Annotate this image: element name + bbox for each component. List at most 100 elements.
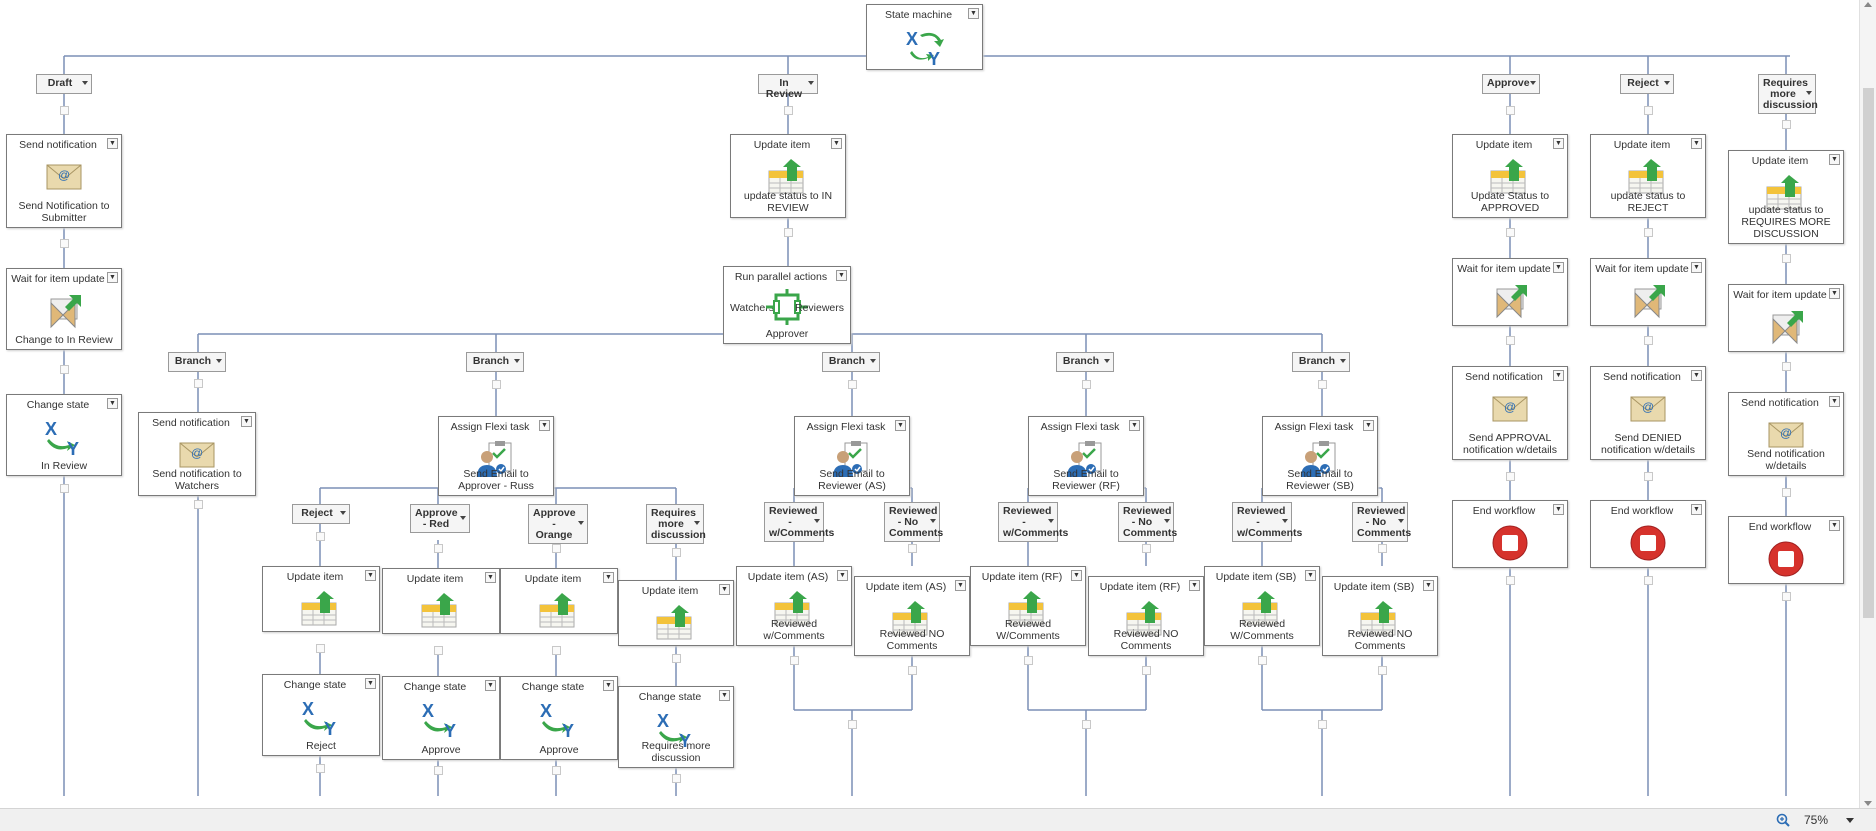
activity-menu-button[interactable]: ▼ (1129, 420, 1140, 431)
connector-drop-target[interactable] (1142, 544, 1151, 553)
reviewer-sb-assign-flexi-task[interactable]: Assign Flexi task▼Send Email to Reviewer… (1262, 416, 1378, 496)
zoom-level[interactable]: 75% (1803, 813, 1828, 827)
run-parallel-actions[interactable]: Run parallel actions ▼ Watchers Reviewer… (723, 266, 851, 344)
connector-drop-target[interactable] (1506, 472, 1515, 481)
approve-wait-item-update[interactable]: Wait for item update▼ (1452, 258, 1568, 326)
activity-menu-button[interactable]: ▼ (1423, 580, 1434, 591)
connector-drop-target[interactable] (194, 379, 203, 388)
state-reject[interactable]: Reject (1620, 74, 1674, 94)
connector-drop-target[interactable] (316, 532, 325, 541)
connector-drop-target[interactable] (434, 766, 443, 775)
discussion-end-workflow[interactable]: End workflow▼ (1728, 516, 1844, 584)
connector-drop-target[interactable] (434, 646, 443, 655)
activity-menu-button[interactable]: ▼ (1691, 504, 1702, 515)
connector-drop-target[interactable] (1506, 576, 1515, 585)
activity-menu-button[interactable]: ▼ (1829, 396, 1840, 407)
connector-drop-target[interactable] (492, 380, 501, 389)
activity-menu-button[interactable]: ▼ (719, 584, 730, 595)
activity-menu-button[interactable]: ▼ (107, 272, 118, 283)
connector-drop-target[interactable] (790, 656, 799, 665)
scroll-down-arrow-icon[interactable] (1864, 801, 1872, 806)
activity-menu-button[interactable]: ▼ (107, 138, 118, 149)
watchers-send-notification[interactable]: Send notification ▼ @ Send notification … (138, 412, 256, 496)
connector-drop-target[interactable] (1644, 472, 1653, 481)
activity-menu-button[interactable]: ▼ (485, 680, 496, 691)
reviewer-sb-update-no-comments[interactable]: Update item (SB)▼Reviewed NO Comments (1322, 576, 1438, 656)
reviewer-as-outcome-with-comments[interactable]: Reviewed - w/Comments (764, 502, 834, 542)
connector-drop-target[interactable] (60, 365, 69, 374)
activity-menu-button[interactable]: ▼ (836, 270, 847, 281)
connector-drop-target[interactable] (1318, 720, 1327, 729)
discussion-wait-item-update[interactable]: Wait for item update▼ (1728, 284, 1844, 352)
state-approve[interactable]: Approve (1482, 74, 1540, 94)
scroll-up-arrow-icon[interactable] (1864, 2, 1872, 7)
activity-menu-button[interactable]: ▼ (1553, 504, 1564, 515)
activity-menu-button[interactable]: ▼ (719, 690, 730, 701)
connector-drop-target[interactable] (672, 548, 681, 557)
connector-drop-target[interactable] (1258, 656, 1267, 665)
reject-end-workflow[interactable]: End workflow▼ (1590, 500, 1706, 568)
connector-drop-target[interactable] (434, 544, 443, 553)
state-in-review[interactable]: In Review (758, 74, 818, 100)
connector-drop-target[interactable] (1782, 254, 1791, 263)
connector-drop-target[interactable] (848, 720, 857, 729)
activity-menu-button[interactable]: ▼ (1363, 420, 1374, 431)
connector-drop-target[interactable] (316, 644, 325, 653)
connector-drop-target[interactable] (908, 666, 917, 675)
connector-drop-target[interactable] (1142, 666, 1151, 675)
reject-send-notification[interactable]: Send notification▼@Send DENIED notificat… (1590, 366, 1706, 460)
activity-menu-button[interactable]: ▼ (831, 138, 842, 149)
connector-drop-target[interactable] (1644, 336, 1653, 345)
connector-drop-target[interactable] (552, 544, 561, 553)
activity-menu-button[interactable]: ▼ (1691, 138, 1702, 149)
branch-reviewer-rf[interactable]: Branch (1056, 352, 1114, 372)
approve-send-notification[interactable]: Send notification▼@Send APPROVAL notific… (1452, 366, 1568, 460)
connector-drop-target[interactable] (316, 764, 325, 773)
activity-menu-button[interactable]: ▼ (485, 572, 496, 583)
connector-drop-target[interactable] (1782, 592, 1791, 601)
reject-update-item[interactable]: Update item▼update status to REJECT (1590, 134, 1706, 218)
connector-drop-target[interactable] (552, 646, 561, 655)
activity-menu-button[interactable]: ▼ (1829, 288, 1840, 299)
reviewer-rf-outcome-with-comments[interactable]: Reviewed - w/Comments (998, 502, 1068, 542)
vertical-scrollbar[interactable] (1859, 0, 1876, 808)
connector-drop-target[interactable] (672, 654, 681, 663)
connector-drop-target[interactable] (1506, 228, 1515, 237)
activity-menu-button[interactable]: ▼ (837, 570, 848, 581)
connector-drop-target[interactable] (1378, 666, 1387, 675)
branch-approver[interactable]: Branch (466, 352, 524, 372)
connector-drop-target[interactable] (1506, 336, 1515, 345)
connector-drop-target[interactable] (1782, 362, 1791, 371)
reviewer-rf-assign-flexi-task[interactable]: Assign Flexi task▼Send Email to Reviewer… (1028, 416, 1144, 496)
connector-drop-target[interactable] (908, 544, 917, 553)
connector-drop-target[interactable] (1082, 720, 1091, 729)
approver-update-item-orange[interactable]: Update item▼ (500, 568, 618, 634)
connector-drop-target[interactable] (1782, 120, 1791, 129)
activity-menu-button[interactable]: ▼ (365, 678, 376, 689)
activity-menu-button[interactable]: ▼ (603, 572, 614, 583)
activity-menu-button[interactable]: ▼ (107, 398, 118, 409)
reviewer-as-update-no-comments[interactable]: Update item (AS)▼Reviewed NO Comments (854, 576, 970, 656)
activity-menu-button[interactable]: ▼ (1553, 370, 1564, 381)
activity-menu-button[interactable]: ▼ (895, 420, 906, 431)
approver-update-item-reject[interactable]: Update item▼ (262, 566, 380, 632)
connector-drop-target[interactable] (1644, 228, 1653, 237)
outcome-approve-orange[interactable]: Approve - Orange (528, 504, 588, 544)
connector-drop-target[interactable] (1644, 576, 1653, 585)
connector-drop-target[interactable] (672, 774, 681, 783)
reviewer-sb-outcome-with-comments[interactable]: Reviewed - w/Comments (1232, 502, 1302, 542)
connector-drop-target[interactable] (1024, 656, 1033, 665)
activity-menu-button[interactable]: ▼ (241, 416, 252, 427)
discussion-update-item[interactable]: Update item▼update status to REQUIRES MO… (1728, 150, 1844, 244)
connector-drop-target[interactable] (1644, 106, 1653, 115)
state-draft[interactable]: Draft (36, 74, 92, 94)
branch-watchers[interactable]: Branch (168, 352, 226, 372)
scrollbar-thumb[interactable] (1863, 88, 1874, 618)
outcome-approve-red[interactable]: Approve - Red (410, 504, 470, 533)
state-requires-discussion[interactable]: Requires more discussion (1758, 74, 1818, 114)
activity-menu-button[interactable]: ▼ (539, 420, 550, 431)
